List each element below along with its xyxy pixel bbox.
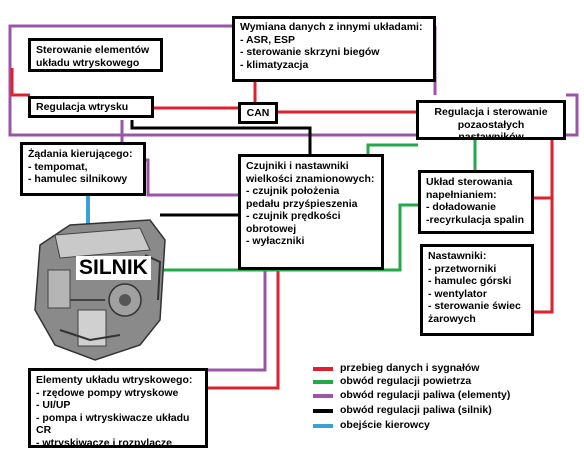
red-right-down	[534, 140, 554, 314]
box-nastawniki: Nastawniki: - przetworniki - hamulec gór…	[420, 244, 534, 336]
black-wtrysk-czujniki	[130, 120, 312, 155]
box-wymiana-item: - sterowanie skrzyni biegów	[240, 46, 380, 58]
box-zadania-title: Żądania kierującego:	[28, 148, 133, 160]
box-regulacja-sterowanie-title: Regulacja i sterowanie pozaostałych nast…	[434, 106, 548, 143]
engine-label: SILNIK	[76, 256, 151, 280]
box-wymiana-item: - klimatyzacja	[240, 58, 309, 71]
box-nastawniki-item: - hamulec górski	[428, 275, 512, 287]
box-uklad-napelnianiem: Układ sterowania napełnianiem: - doładow…	[418, 170, 534, 234]
box-wymiana-title: Wymiana danych z innymi układami:	[240, 21, 423, 33]
box-napelnianie-item: - doładowanie	[426, 201, 497, 213]
box-nastawniki-item: - sterowanie świec żarowych	[428, 300, 521, 325]
box-zadania-kierujacego: Żądania kierującego: - tempomat, - hamul…	[20, 142, 146, 196]
box-elementy-ukladu: Elementy układu wtryskowego: - rzędowe p…	[28, 368, 208, 449]
green-czujniki-up	[366, 143, 418, 155]
box-czujniki-title: Czujniki i nastawniki wielkości znamiono…	[246, 160, 375, 185]
box-elementy-item: - rzędowe pompy wtryskowe	[36, 386, 179, 399]
box-napelnianie-title: Układ sterowania napełnianiem:	[426, 176, 513, 201]
box-elementy-title: Elementy układu wtryskowego:	[36, 374, 193, 386]
box-elementy-item: - UI/UP	[36, 399, 71, 411]
box-nastawniki-item: - przetworniki	[428, 262, 497, 275]
engine-illustration	[34, 219, 166, 361]
box-sterowanie-title: Sterowanie elementów układu wtryskowego	[36, 44, 150, 69]
box-regulacja-wtrysku-title: Regulacja wtrysku	[36, 101, 129, 113]
box-elementy-item: - pompa i wtryskiwacze układu CR	[36, 411, 190, 437]
box-nastawniki-item: - wentylator	[428, 287, 487, 300]
legend-label-red: przebieg danych i sygnałów	[340, 362, 480, 374]
box-zadania-item: - hamulec silnikowy	[28, 173, 128, 185]
green-napel-engine	[160, 203, 418, 272]
legend-label-black: obwód regulacji paliwa (silnik)	[340, 404, 492, 416]
box-czujniki-item: - wyłaczniki	[246, 235, 305, 247]
purple-to-engine	[205, 270, 267, 372]
legend-label-green: obwód regulacji powietrza	[340, 375, 472, 387]
box-regulacja-wtrysku: Regulacja wtrysku	[28, 96, 154, 118]
legend-label-blue: obejście kierowcy	[340, 419, 430, 431]
red-to-elements	[208, 270, 280, 390]
box-regulacja-sterowanie: Regulacja i sterowanie pozaostałych nast…	[416, 100, 566, 143]
box-nastawniki-title: Nastawniki:	[428, 250, 487, 262]
box-napelnianie-item: -recyrkulacja spalin	[426, 213, 525, 226]
legend-label-purple: obwód regulacji paliwa (elementy)	[340, 389, 511, 401]
box-elementy-item: - wtryskiwacze i rozpylacze	[36, 436, 172, 449]
box-czujniki-item: - czujnik położenia pedału przyśpieszeni…	[246, 185, 358, 210]
red-sterowanie-link	[10, 68, 30, 97]
purple-loop-left	[8, 24, 579, 137]
box-czujniki: Czujniki i nastawniki wielkości znamiono…	[238, 154, 384, 270]
box-sterowanie-elementow: Sterowanie elementów układu wtryskowego	[28, 38, 163, 72]
legend-swatches	[313, 367, 333, 428]
box-can: CAN	[238, 102, 278, 124]
box-wymiana-item: - ASR, ESP	[240, 33, 296, 46]
box-czujniki-item: - czujnik prędkości obrotowej	[246, 210, 341, 235]
box-zadania-item: - tempomat,	[28, 160, 88, 173]
box-wymiana-danych: Wymiana danych z innymi układami: - ASR,…	[232, 16, 436, 82]
box-can-title: CAN	[246, 107, 270, 119]
